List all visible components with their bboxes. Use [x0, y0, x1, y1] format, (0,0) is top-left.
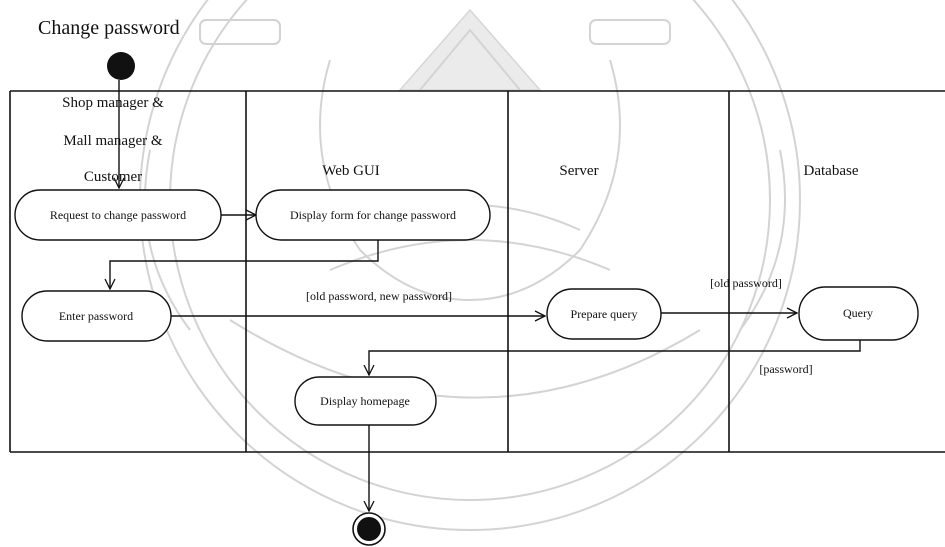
swimlane-frame [9, 90, 945, 453]
guard-old-password: [old password] [710, 276, 782, 290]
end-node [352, 512, 386, 546]
start-node [107, 52, 135, 80]
diagram-title: Change password [38, 17, 180, 39]
lane-title-database: Database [804, 163, 859, 179]
activity-enter-password: Enter password [21, 290, 172, 342]
activity-label: Query [843, 306, 873, 320]
edge-form-to-enter [110, 240, 379, 289]
activity-display-form: Display form for change password [255, 189, 491, 241]
lane-title-actor: Shop manager & Mall manager & Customer [62, 95, 164, 185]
guard-old-new-password: [old password, new password] [306, 289, 452, 303]
activity-query: Query [798, 286, 919, 341]
lane-title-server: Server [559, 163, 598, 179]
activity-display-homepage: Display homepage [294, 376, 437, 426]
activity-label: Display homepage [320, 394, 410, 408]
activity-prepare-query: Prepare query [546, 288, 662, 340]
activity-label: Request to change password [50, 208, 186, 222]
activity-label: Prepare query [571, 307, 638, 321]
flow-edges [110, 80, 861, 511]
activity-label: Display form for change password [290, 208, 456, 222]
guard-password: [password] [759, 362, 812, 376]
activity-label: Enter password [59, 309, 133, 323]
lane-title-webgui: Web GUI [322, 163, 380, 179]
lane-title-line: Mall manager & [63, 133, 162, 149]
edge-query-to-homepage [369, 340, 861, 375]
watermark-seal [139, 0, 801, 531]
activity-request-change: Request to change password [14, 189, 222, 241]
lane-title-line: Customer [84, 169, 142, 185]
lane-title-line: Shop manager & [62, 95, 164, 111]
